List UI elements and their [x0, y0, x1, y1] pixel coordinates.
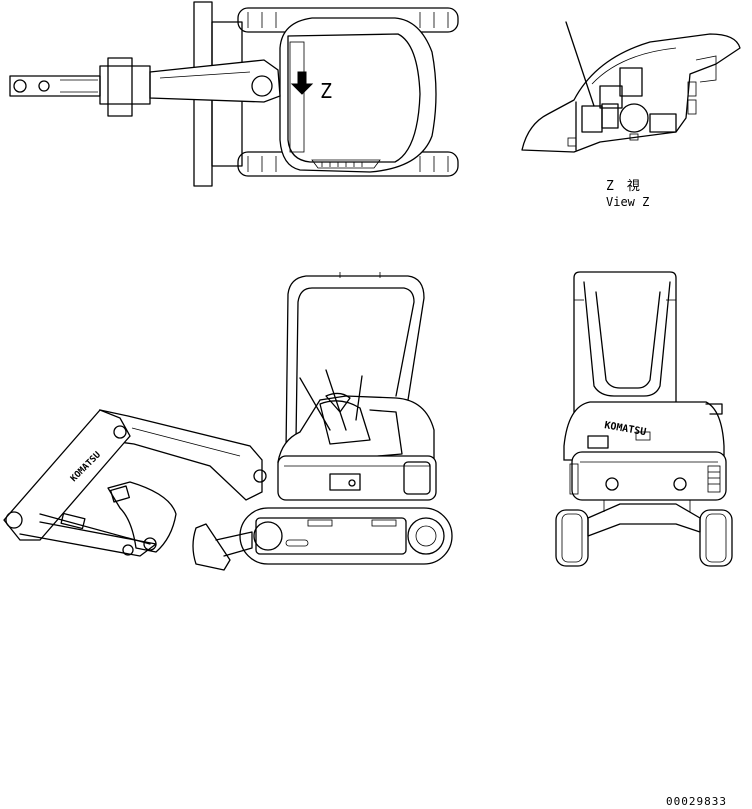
side-view: KOMATSU	[3, 272, 453, 571]
view-z-english-label: View Z	[606, 195, 649, 209]
drawing-number: 00029833	[666, 795, 727, 808]
view-z-detail: Z 視 View Z	[521, 21, 741, 209]
rear-view: KOMATSU	[555, 271, 733, 567]
top-view: Z	[9, 1, 459, 187]
z-marker-label: Z	[320, 79, 332, 103]
leader-line	[565, 21, 595, 107]
view-z-japanese-label: Z 視	[606, 179, 640, 194]
view-z-arrow	[290, 71, 314, 95]
